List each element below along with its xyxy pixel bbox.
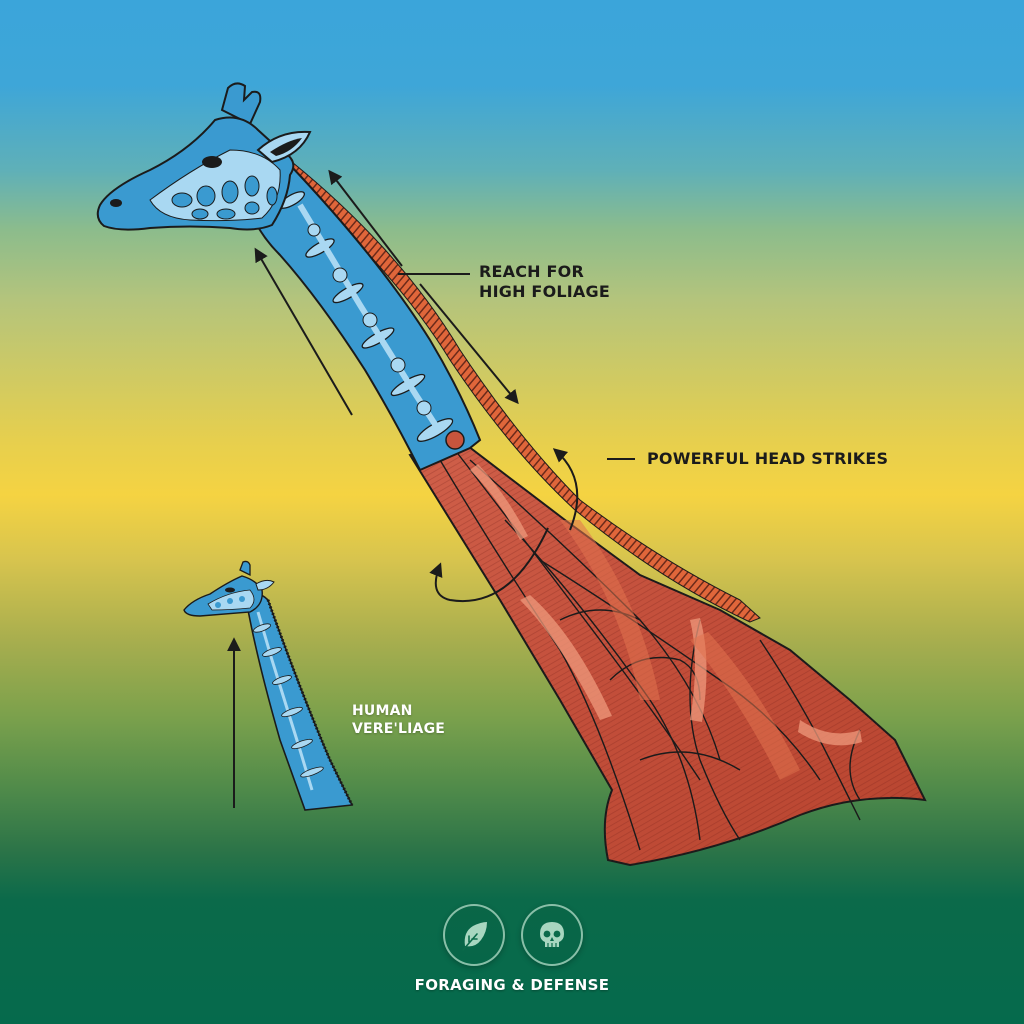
human-label-line1: HUMAN [352, 703, 413, 719]
footer-caption: FORAGING & DEFENSE [414, 976, 610, 994]
reach-label-line2: HIGH FOLIAGE [479, 282, 610, 301]
human-label-line2: VERE'LIAGE [352, 720, 446, 737]
leaf-icon [462, 922, 487, 951]
head-strike-arrow-upper [552, 448, 579, 531]
human-comparison-label: HUMAN VERE'LIAGE [352, 703, 445, 738]
defense-badge [521, 904, 583, 966]
reach-arrow-left [254, 247, 353, 416]
neck-musculature [408, 438, 927, 867]
reach-arrow-lower [419, 283, 519, 405]
head-strike-arrow-lower [429, 527, 549, 603]
annotation-arrows [227, 169, 635, 808]
reach-label-line1: REACH FOR [479, 262, 584, 281]
head-strikes-label: POWERFUL HEAD STRIKES [647, 449, 889, 468]
mane [279, 161, 761, 623]
giraffe-head [96, 82, 312, 231]
foraging-badge [443, 904, 505, 966]
footer-icon-row [443, 904, 583, 966]
neck-vertebrae [243, 163, 482, 472]
reach-arrow-upper [328, 169, 403, 267]
skull-icon [540, 922, 564, 947]
reach-foliage-label: REACH FOR HIGH FOLIAGE [479, 262, 610, 302]
small-giraffe [183, 560, 354, 811]
